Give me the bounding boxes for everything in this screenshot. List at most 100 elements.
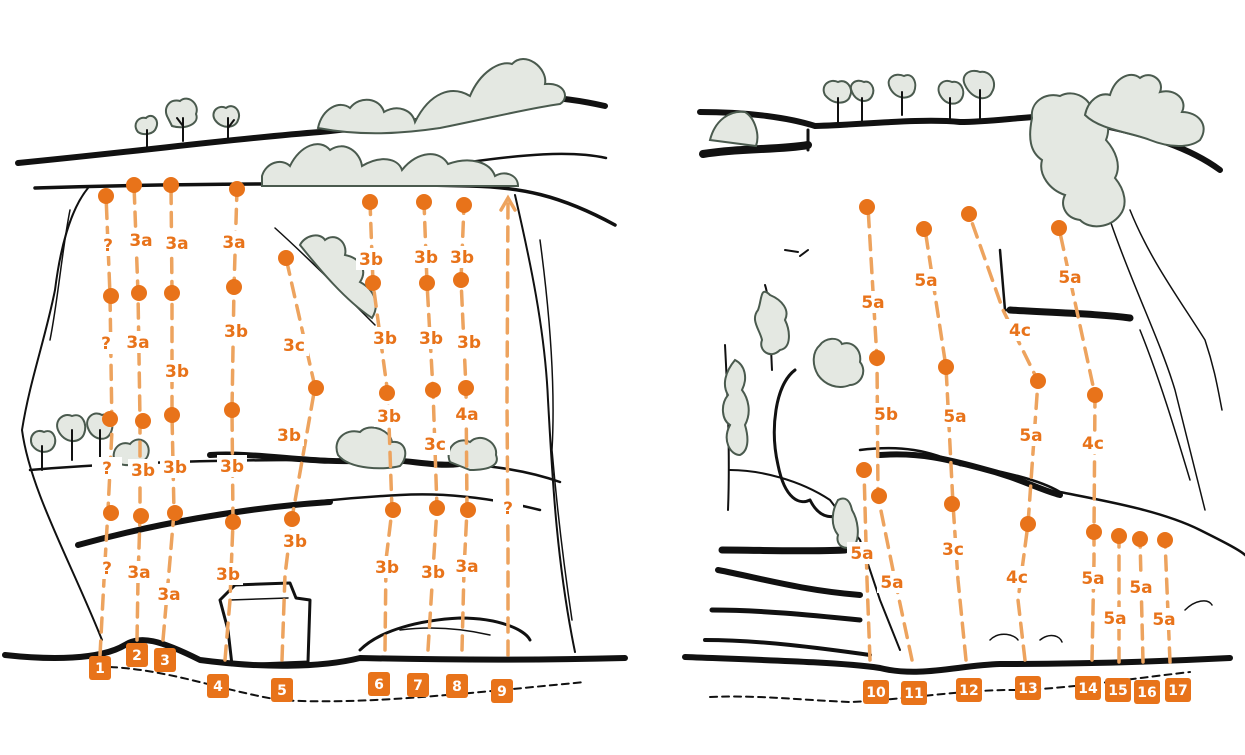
grade-label: 3b bbox=[277, 426, 301, 446]
belay-point bbox=[278, 250, 294, 266]
route-number: 4 bbox=[213, 679, 223, 695]
route-number: 9 bbox=[497, 684, 507, 700]
route-number-badge[interactable] bbox=[368, 672, 390, 696]
grade-label: 5a bbox=[1058, 268, 1081, 288]
grade-label-bg bbox=[372, 556, 402, 578]
grade-label-bg bbox=[454, 331, 484, 353]
grade-label: 3a bbox=[126, 333, 149, 353]
belay-point bbox=[1157, 532, 1173, 548]
route-number-badge[interactable] bbox=[1134, 680, 1160, 704]
route-number: 3 bbox=[160, 653, 170, 669]
belay-point bbox=[856, 462, 872, 478]
belay-point bbox=[429, 500, 445, 516]
grade-label-bg bbox=[877, 571, 907, 593]
grade-label-bg bbox=[447, 246, 477, 268]
route-number-badge[interactable] bbox=[863, 680, 889, 704]
belay-point bbox=[126, 177, 142, 193]
route-number-badge[interactable] bbox=[491, 679, 513, 703]
route-line bbox=[1138, 536, 1145, 664]
grade-label-bg bbox=[374, 405, 404, 427]
route-1[interactable]: ????1 bbox=[89, 188, 123, 680]
grade-label-bg bbox=[411, 246, 441, 268]
belay-point bbox=[102, 411, 118, 427]
grade-label-bg bbox=[1100, 607, 1130, 629]
grade-label: 5a bbox=[850, 544, 873, 564]
route-number-badge[interactable] bbox=[956, 678, 982, 702]
route-number-badge[interactable] bbox=[407, 673, 429, 697]
route-number-badge[interactable] bbox=[1105, 678, 1131, 702]
grade-label-bg bbox=[279, 334, 309, 356]
grade-label: 3c bbox=[424, 435, 446, 455]
route-number-badge[interactable] bbox=[1165, 678, 1191, 702]
route-10[interactable]: 5a 10 bbox=[847, 462, 889, 704]
grade-label: 4c bbox=[1006, 568, 1028, 588]
grade-label-bg bbox=[123, 331, 153, 353]
grade-label: 3c bbox=[942, 540, 964, 560]
route-number: 8 bbox=[452, 679, 462, 695]
belay-point bbox=[135, 413, 151, 429]
belay-point bbox=[229, 181, 245, 197]
route-number-badge[interactable] bbox=[1015, 676, 1041, 700]
left-trees bbox=[30, 97, 240, 471]
route-number-badge[interactable] bbox=[901, 681, 927, 705]
route-number-badge[interactable] bbox=[207, 674, 229, 698]
route-number-badge[interactable] bbox=[271, 678, 293, 702]
route-number-badge[interactable] bbox=[154, 648, 176, 672]
route-number: 10 bbox=[866, 685, 886, 701]
belay-point bbox=[458, 380, 474, 396]
route-line bbox=[1163, 538, 1172, 664]
route-number-badge[interactable] bbox=[126, 643, 148, 667]
route-number-badge[interactable] bbox=[89, 656, 111, 680]
belay-point bbox=[425, 382, 441, 398]
grade-label-bg bbox=[91, 332, 121, 354]
route-number: 5 bbox=[277, 683, 287, 699]
grade-label: ? bbox=[101, 334, 111, 354]
belay-point bbox=[1086, 524, 1102, 540]
belay-point bbox=[133, 508, 149, 524]
grade-label: 3b bbox=[216, 565, 240, 585]
route-number: 1 bbox=[95, 661, 105, 677]
grade-label-bg bbox=[126, 229, 156, 251]
belay-point bbox=[1132, 531, 1148, 547]
grade-label-bg bbox=[416, 327, 446, 349]
grade-label-bg bbox=[452, 555, 482, 577]
route-number-badge[interactable] bbox=[446, 674, 468, 698]
belay-point bbox=[131, 285, 147, 301]
belay-point bbox=[1087, 387, 1103, 403]
grade-label-bg bbox=[221, 320, 251, 342]
grade-label-bg bbox=[1078, 432, 1108, 454]
grade-label: 3b bbox=[377, 407, 401, 427]
grade-label-bg bbox=[858, 291, 888, 313]
grade-label-bg bbox=[911, 269, 941, 291]
grade-label-bg bbox=[1016, 424, 1046, 446]
route-number-badge[interactable] bbox=[1075, 676, 1101, 700]
grade-label: 5a bbox=[861, 293, 884, 313]
belay-point bbox=[938, 359, 954, 375]
route-9[interactable]: ?9 bbox=[491, 194, 523, 703]
grade-label-bg bbox=[219, 231, 249, 253]
belay-point bbox=[859, 199, 875, 215]
grade-label: ? bbox=[102, 459, 112, 479]
grade-label: 3a bbox=[165, 234, 188, 254]
route-number: 13 bbox=[1018, 681, 1037, 697]
belay-point bbox=[871, 488, 887, 504]
route-number: 6 bbox=[374, 677, 384, 693]
grade-label: 4c bbox=[1009, 321, 1031, 341]
grade-label-bg bbox=[128, 459, 158, 481]
grade-label: 4c bbox=[1082, 434, 1104, 454]
